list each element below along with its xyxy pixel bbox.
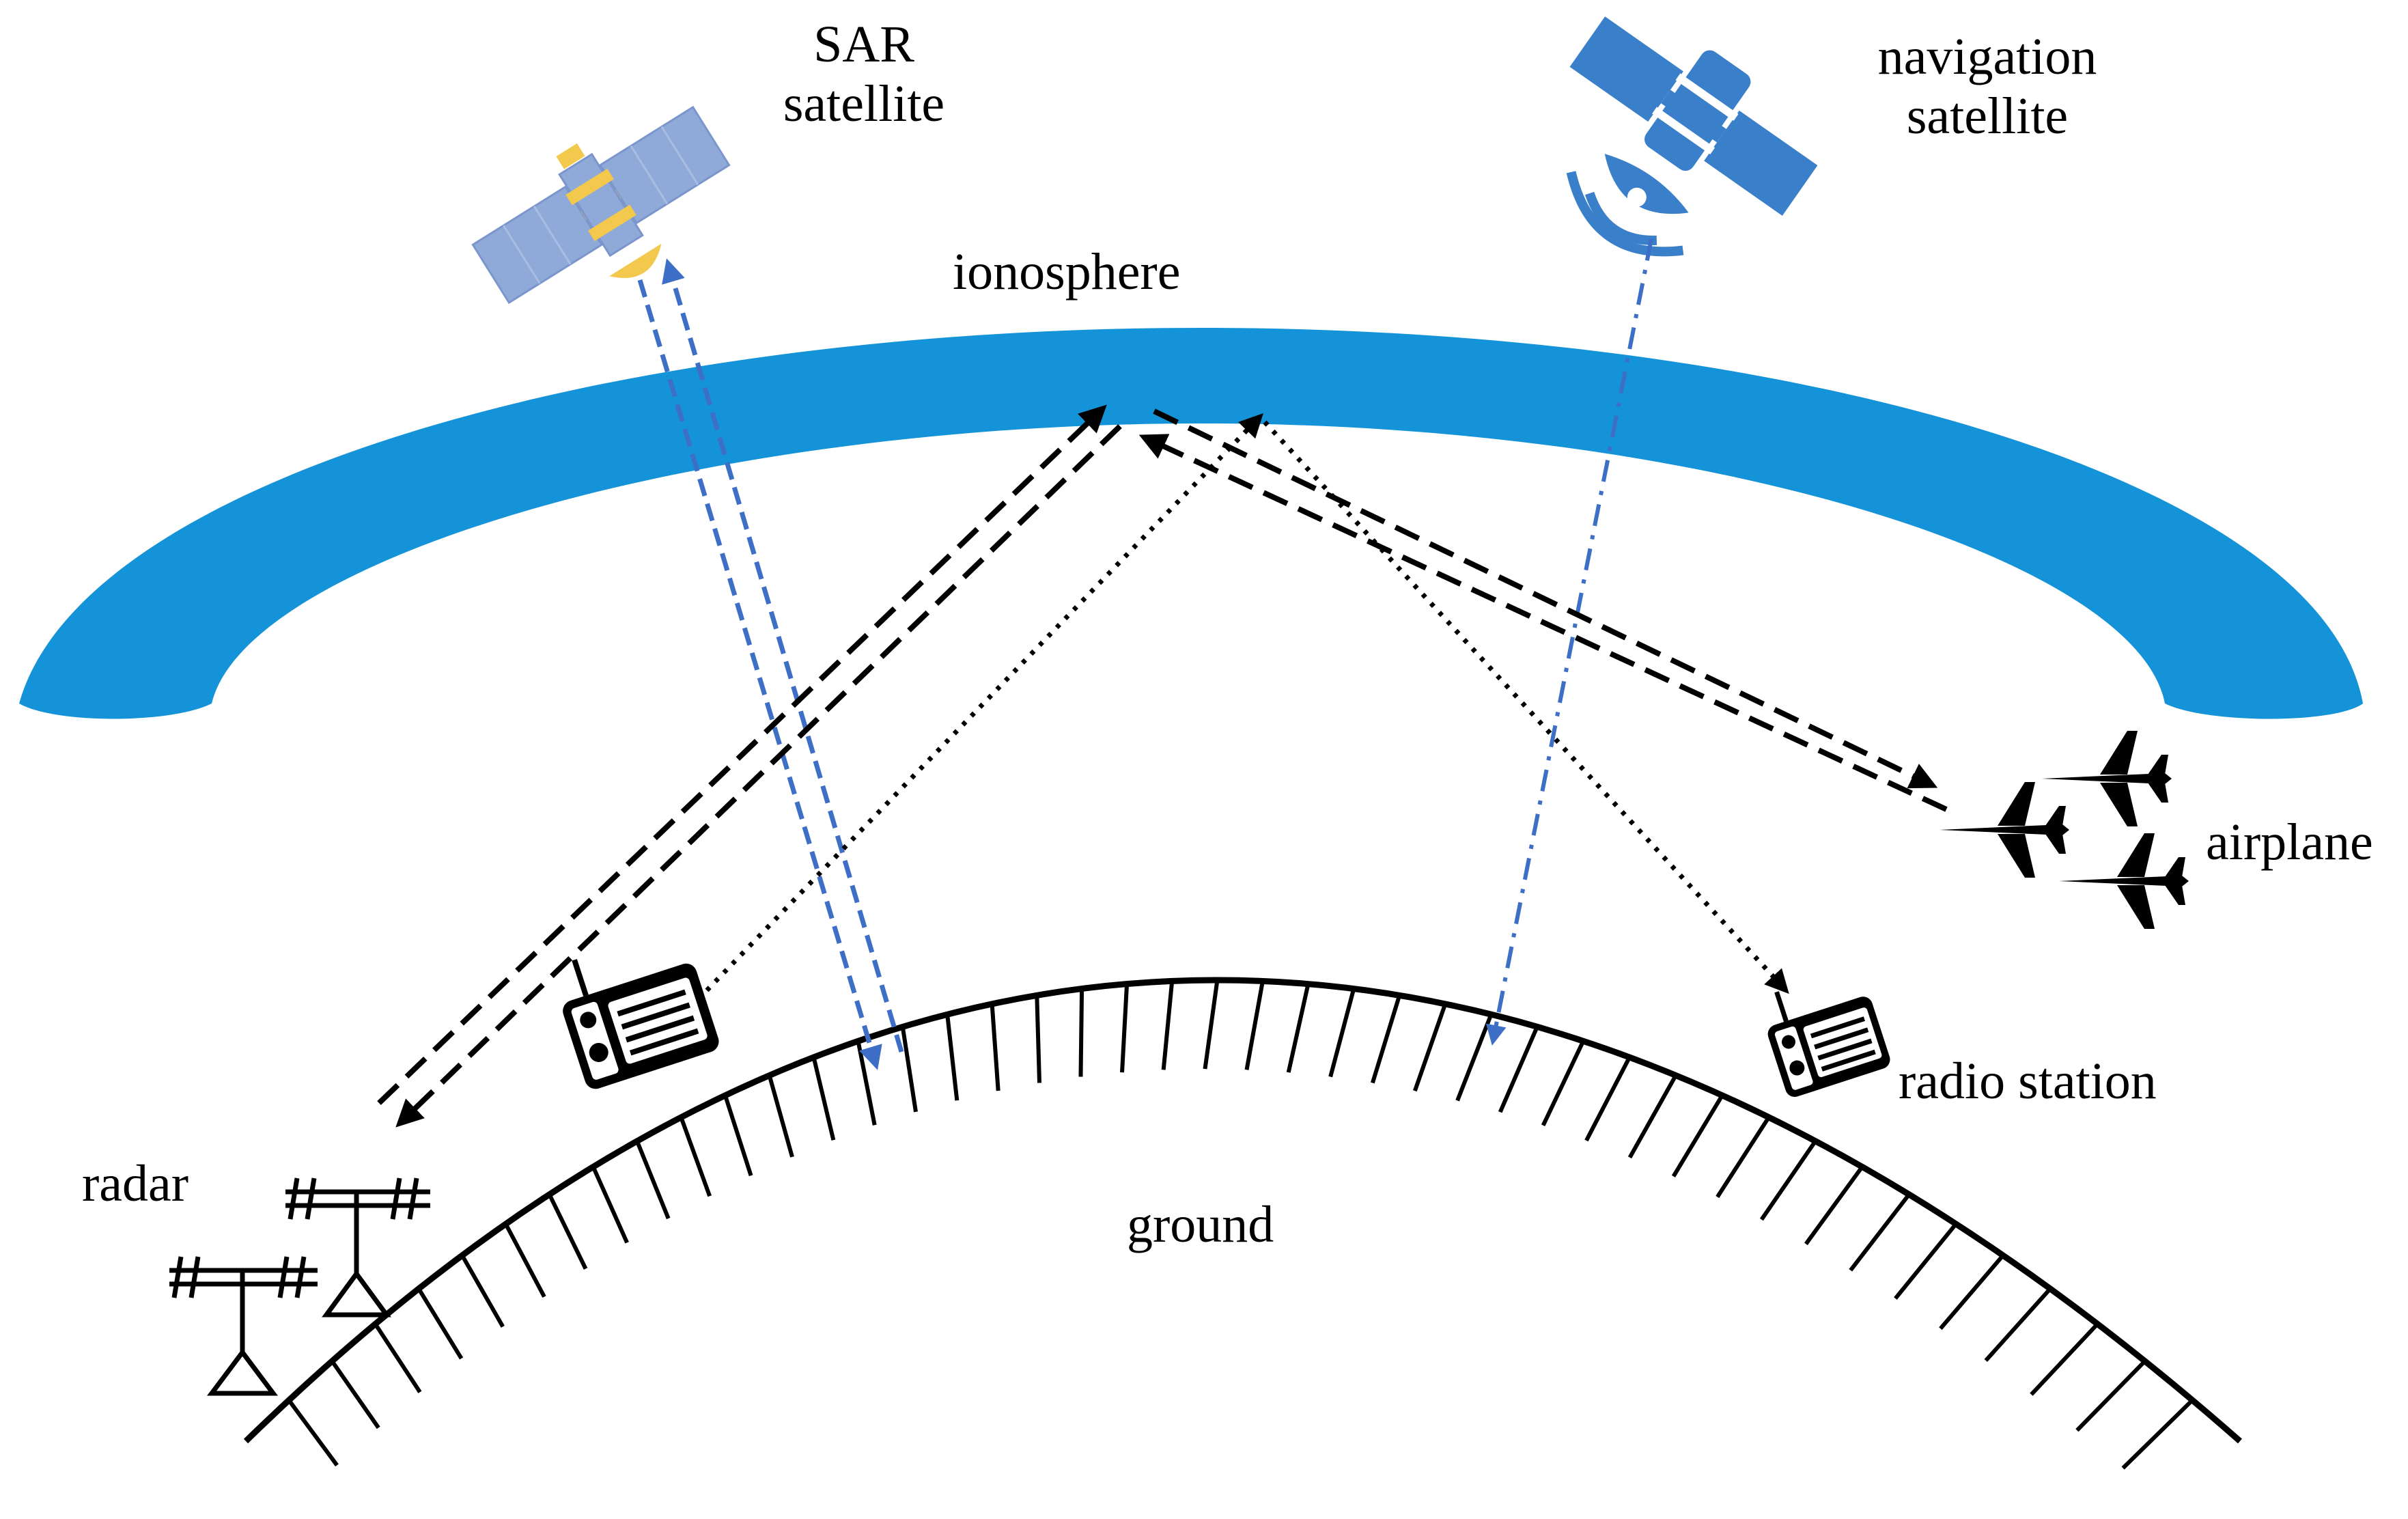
navigation-satellite-icon bbox=[1566, 16, 1818, 257]
ground-hatch-line bbox=[287, 1399, 339, 1467]
ground-hatch-line bbox=[990, 1003, 1000, 1091]
ground-hatch-line bbox=[945, 1014, 960, 1101]
airplane-icon-3 bbox=[2059, 833, 2189, 929]
ground-hatching bbox=[287, 979, 2194, 1470]
ionosphere-band bbox=[19, 328, 2363, 719]
ground-hatch-line bbox=[767, 1074, 794, 1158]
radio-downlink-path bbox=[1263, 420, 1789, 994]
ground-hatch-line bbox=[1120, 984, 1130, 1073]
sar-satellite-label: SAR satellite bbox=[748, 15, 980, 135]
ground-hatch-line bbox=[723, 1094, 753, 1177]
sar-satellite-label-line2: satellite bbox=[783, 75, 945, 133]
radar-downlink-path bbox=[395, 424, 1122, 1128]
ground-hatch-line bbox=[1455, 1014, 1494, 1102]
airplane-label: airplane bbox=[2206, 813, 2373, 871]
ground-hatch-line bbox=[1078, 988, 1084, 1077]
ground-hatch-line bbox=[503, 1223, 546, 1298]
airplane-downlink-path bbox=[1153, 408, 1938, 789]
ground-hatch-line bbox=[1498, 1026, 1539, 1113]
ground-hatch-line bbox=[1804, 1165, 1864, 1246]
ground-hatch-line bbox=[1370, 994, 1402, 1084]
radio-icon-left bbox=[563, 959, 719, 1089]
ground-hatch-line bbox=[1541, 1040, 1586, 1126]
ground-hatch-line bbox=[460, 1254, 505, 1328]
radar-antenna-icon-1 bbox=[285, 1177, 430, 1318]
sar-satellite-label-line1: SAR bbox=[813, 16, 914, 73]
navigation-satellite-label-line1: navigation bbox=[1877, 28, 2097, 85]
ground-hatch-line bbox=[1671, 1094, 1724, 1177]
ground-hatch-line bbox=[1286, 983, 1311, 1073]
radio-uplink-path bbox=[705, 413, 1263, 992]
airplane-uplink-path bbox=[1138, 434, 1948, 812]
ground-hatch-line bbox=[591, 1166, 629, 1244]
ground-hatch-line bbox=[1627, 1074, 1678, 1159]
navigation-signal-path bbox=[1485, 238, 1653, 1046]
radio-station-icon bbox=[1767, 991, 1890, 1097]
ground-hatch-line bbox=[1161, 981, 1175, 1070]
radar-antenna-icon-2 bbox=[169, 1256, 318, 1396]
radar-label: radar bbox=[82, 1155, 189, 1212]
ground-hatch-line bbox=[2121, 1398, 2194, 1470]
ground-hatch-line bbox=[1939, 1254, 2005, 1330]
ground-hatch-line bbox=[547, 1193, 588, 1270]
airplane-icon-1 bbox=[2042, 731, 2172, 826]
navigation-satellite-label: navigation satellite bbox=[1830, 27, 2144, 147]
sar-downlink-path bbox=[637, 279, 882, 1070]
ground-hatch-line bbox=[2030, 1322, 2099, 1396]
navigation-satellite-label-line2: satellite bbox=[1906, 87, 2069, 145]
radar-uplink-path bbox=[377, 404, 1107, 1105]
ground-hatch-line bbox=[1035, 995, 1042, 1083]
ground-hatch-line bbox=[2075, 1359, 2146, 1432]
ground-hatch-line bbox=[679, 1116, 712, 1197]
ground-hatch-line bbox=[1849, 1193, 1911, 1272]
ground-hatch-line bbox=[1759, 1139, 1817, 1221]
ground-hatch-line bbox=[330, 1360, 380, 1430]
ground-hatch-line bbox=[1328, 988, 1356, 1078]
ground-hatch-line bbox=[811, 1057, 836, 1141]
airplane-icon-2 bbox=[1940, 782, 2069, 878]
ground-hatch-line bbox=[417, 1287, 464, 1360]
ground-hatch-line bbox=[1244, 980, 1265, 1070]
sar-uplink-path bbox=[662, 258, 904, 1053]
ground-hatch-line bbox=[635, 1140, 671, 1220]
sar-satellite-icon bbox=[471, 105, 731, 305]
ground-hatch-line bbox=[1894, 1223, 1958, 1300]
ground-hatch-line bbox=[1716, 1116, 1771, 1199]
ground-hatch-line bbox=[1584, 1056, 1632, 1142]
ground-hatch-line bbox=[1984, 1287, 2052, 1363]
ionosphere-label: ionosphere bbox=[953, 243, 1181, 301]
ground-hatch-line bbox=[1412, 1003, 1448, 1092]
ground-hatch-line bbox=[1203, 979, 1220, 1070]
ground-label: ground bbox=[1127, 1196, 1274, 1253]
ground-hatch-line bbox=[374, 1322, 422, 1393]
radio-station-label: radio station bbox=[1899, 1053, 2157, 1110]
ground-hatch-line bbox=[900, 1026, 918, 1113]
